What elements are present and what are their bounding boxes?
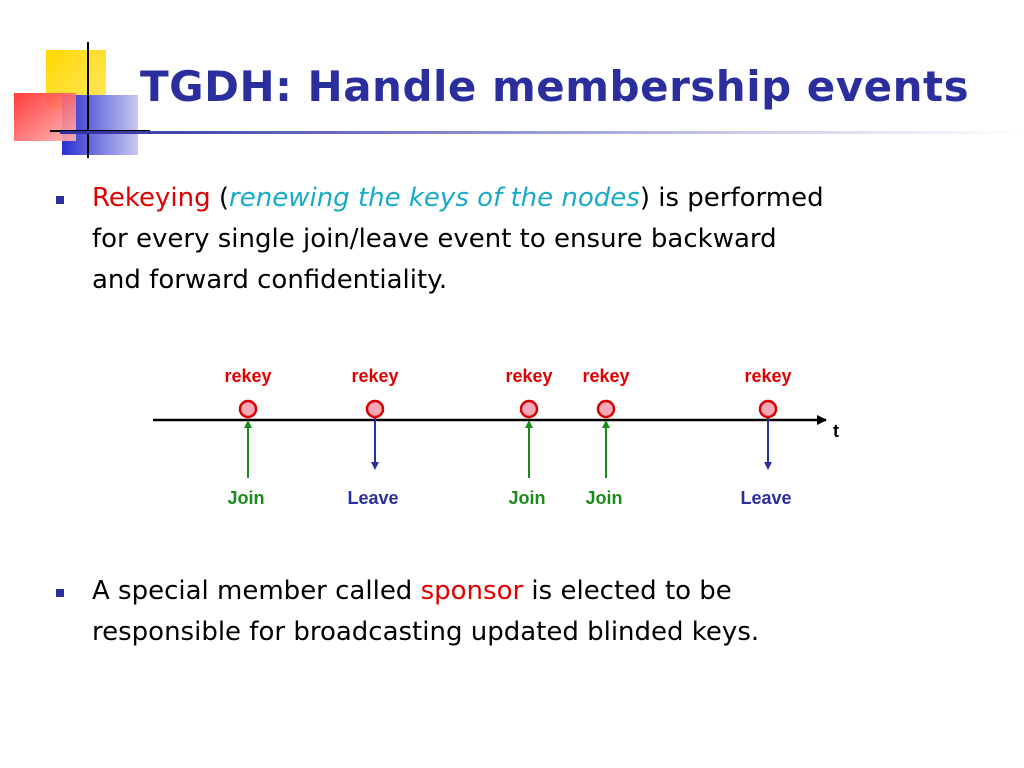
leave-label-2: Leave (347, 488, 398, 508)
paren-close: ) (639, 183, 650, 213)
bullet-2-after: is elected to be (523, 576, 732, 606)
bullet-2-text: A special member called sponsor is elect… (92, 571, 759, 653)
bullet-1-line3: and forward confidentiality. (92, 265, 448, 295)
bullet-1-marker (56, 196, 64, 204)
rekey-node-5 (758, 399, 778, 419)
paren-open: ( (210, 183, 230, 213)
rekey-node-1 (238, 399, 258, 419)
rekeying-definition: renewing the keys of the nodes (229, 183, 640, 213)
join-label-1: Join (227, 488, 264, 508)
bullet-2-line2: responsible for broadcasting updated bli… (92, 617, 760, 647)
title-underline (60, 131, 1024, 134)
bullet-2-before: A special member called (92, 576, 421, 606)
rekey-label-2: rekey (351, 366, 398, 386)
bullet-1-line1-rest: is performed (649, 183, 824, 213)
join-label-3: Join (508, 488, 545, 508)
rekey-node-4 (596, 399, 616, 419)
join-label-4: Join (585, 488, 622, 508)
rekey-label-1: rekey (224, 366, 271, 386)
time-axis-label: t (833, 421, 839, 441)
rekey-node-3 (519, 399, 539, 419)
rekey-label-3: rekey (505, 366, 552, 386)
bullet-2-marker (56, 589, 64, 597)
rekey-node-2 (365, 399, 385, 419)
bullet-1-line2: for every single join/leave event to ens… (92, 224, 777, 254)
rekey-label-4: rekey (582, 366, 629, 386)
page-title: TGDH: Handle membership events (140, 62, 970, 111)
rekeying-term: Rekeying (92, 183, 211, 213)
rekey-label-5: rekey (744, 366, 791, 386)
sponsor-term: sponsor (420, 576, 524, 606)
leave-label-5: Leave (740, 488, 791, 508)
bullet-1-text: Rekeying (renewing the keys of the nodes… (92, 178, 824, 301)
